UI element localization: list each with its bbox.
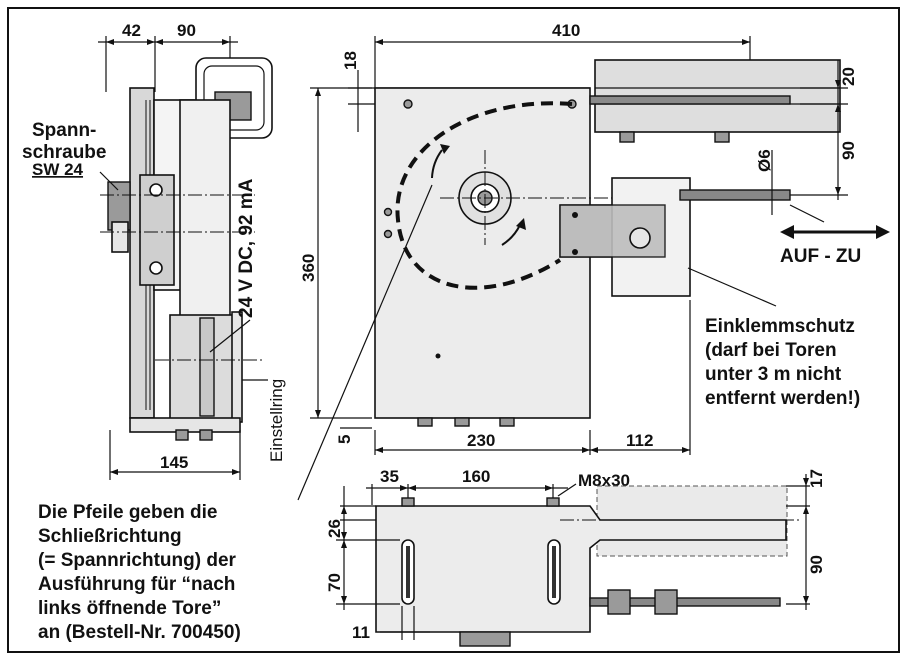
- dim-20: 20: [839, 67, 858, 86]
- side-view: 42 90 145 Spann- sch: [22, 21, 286, 480]
- dim-90-top: 90: [807, 555, 826, 574]
- direction-note: Die Pfeile geben die Schließrichtung (= …: [38, 502, 241, 643]
- note-line-4: Ausführung für “nach: [38, 574, 235, 595]
- drawing-border: [7, 7, 900, 653]
- label-einstellring: Einstellring: [267, 379, 286, 462]
- dim-o6: Ø6: [755, 149, 774, 172]
- top-view: 35 160 M8x30 17 90 26: [325, 467, 826, 647]
- note-line-3: (= Spannrichtung) der: [38, 550, 237, 571]
- dim-112: 112: [626, 431, 653, 450]
- label-voltage: 24 V DC, 92 mA: [236, 178, 257, 318]
- dim-230: 230: [467, 431, 495, 450]
- label-einklemm-4: entfernt werden!): [705, 388, 860, 409]
- dim-17: 17: [807, 469, 826, 488]
- dim-145: 145: [160, 453, 188, 472]
- dim-11: 11: [352, 623, 370, 642]
- dim-90-side: 90: [177, 21, 196, 40]
- dim-26: 26: [325, 519, 344, 538]
- front-view: 410 18: [297, 21, 890, 501]
- label-einklemm-1: Einklemmschutz: [705, 316, 855, 337]
- label-auf-zu: AUF - ZU: [780, 246, 861, 267]
- note-line-1: Die Pfeile geben die: [38, 502, 218, 523]
- label-einklemm-2: (darf bei Toren: [705, 340, 837, 361]
- dim-360: 360: [299, 254, 318, 282]
- dim-410: 410: [552, 21, 580, 40]
- dim-18: 18: [341, 51, 360, 70]
- label-spann-2: schraube: [22, 142, 106, 163]
- dim-42: 42: [122, 21, 141, 40]
- dim-160: 160: [462, 467, 490, 486]
- note-line-5: links öffnende Tore”: [38, 598, 221, 619]
- dim-70: 70: [325, 573, 344, 592]
- label-sw24: SW 24: [32, 160, 84, 179]
- label-einklemm-3: unter 3 m nicht: [705, 364, 842, 385]
- label-spann-1: Spann-: [32, 120, 96, 141]
- label-bolt: M8x30: [578, 471, 630, 490]
- note-line-6: an (Bestell-Nr. 700450): [38, 622, 241, 643]
- dim-5: 5: [335, 435, 354, 444]
- dim-90-rail: 90: [839, 141, 858, 160]
- note-line-2: Schließrichtung: [38, 526, 182, 547]
- dim-35: 35: [380, 467, 399, 486]
